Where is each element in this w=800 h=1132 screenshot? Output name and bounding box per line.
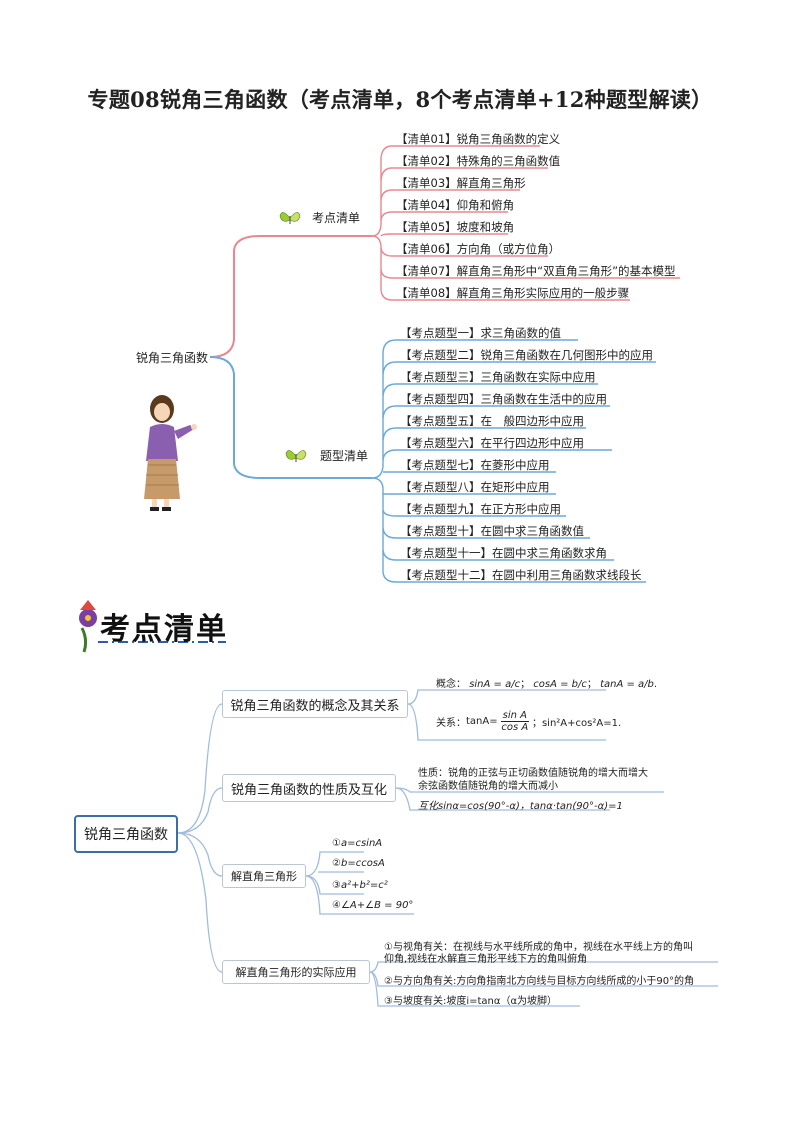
application-item: ①与视角有关：在视线与水平线所成的角中，视线在水平线上方的角叫: [384, 942, 693, 953]
map2-branch-properties: 锐角三角函数的性质及互化: [222, 774, 396, 802]
butterfly-icon: [279, 212, 301, 224]
solve-item: ③a²+b²=c²: [332, 880, 388, 891]
list-item: 【清单02】特殊角的三角函数值: [396, 154, 561, 168]
list-item: 【考点题型四】三角函数在生活中的应用: [400, 392, 607, 406]
map1-root: 锐角三角函数: [136, 351, 209, 365]
list-item: 【清单01】锐角三角函数的定义: [396, 132, 561, 146]
property-line-1: 性质：锐角的正弦与正切函数值随锐角的增大而增大: [418, 768, 648, 779]
list-item: 【考点题型五】在 般四边形中应用: [400, 414, 584, 428]
concept-sin: sinA = a/c: [469, 679, 521, 690]
concept-tan: tanA = a/b: [600, 679, 654, 690]
list-item: 【清单04】仰角和俯角: [396, 198, 515, 212]
relation-numerator: sin A: [500, 710, 529, 722]
concept-cos: cosA = b/c: [533, 679, 587, 690]
relation-lhs: tanA=: [466, 716, 498, 727]
map1-branch-types-label: 题型清单: [320, 449, 369, 463]
page-title: 专题08锐角三角函数（考点清单，8个考点清单+12种题型解读）: [87, 87, 713, 112]
list-item: 【清单03】解直角三角形: [396, 176, 526, 190]
relation-rest: ；sin²A+cos²A=1.: [531, 718, 622, 729]
list-item: 【考点题型十二】在圆中利用三角函数求线段长: [400, 568, 642, 582]
list-item: 【清单05】坡度和坡角: [396, 220, 515, 234]
banner-title: 考点清单: [100, 612, 228, 647]
list-item: 【考点题型六】在平行四边形中应用: [400, 436, 584, 450]
property-line-2: 余弦函数值随锐角的增大而减小: [418, 781, 558, 792]
list-item: 【清单06】方向角（或方位角）: [396, 242, 561, 256]
relation-denominator: cos A: [501, 722, 529, 733]
list-item: 【考点题型八】在矩形中应用: [400, 480, 550, 494]
list-item: 【清单08】解直角三角形实际应用的一般步骤: [396, 286, 630, 300]
solve-item: ②b=ccosA: [332, 858, 385, 869]
list-item: 【考点题型一】求三角函数的值: [400, 326, 561, 340]
map1-branch-list-label: 考点清单: [312, 211, 361, 225]
list-item: 【考点题型三】三角函数在实际中应用: [400, 370, 596, 384]
list-item: 【考点题型二】锐角三角函数在几何图形中的应用: [400, 348, 653, 362]
map2-branch-solve: 解直角三角形: [222, 864, 306, 888]
solve-item: ①a=csinA: [332, 838, 383, 849]
concept-prefix: 概念：: [436, 679, 466, 690]
teacher-illustration: [144, 395, 197, 511]
relation-line: 关系： tanA= sin A cos A ；sin²A+cos²A=1.: [436, 710, 621, 733]
relation-fraction: sin A cos A: [500, 710, 529, 733]
concept-line: 概念： sinA = a/c； cosA = b/c； tanA = a/b.: [436, 679, 658, 690]
list-item: 【考点题型十】在圆中求三角函数值: [400, 524, 584, 538]
application-item: 仰角,视线在水解直三角形平线下方的角叫俯角: [384, 954, 588, 965]
map2-branch-application: 解直角三角形的实际应用: [222, 960, 370, 984]
list-item: 【清单07】解直角三角形中“双直角三角形”的基本模型: [396, 264, 676, 278]
conversion-line: 互化sinα=cos(90°-α)，tanα·tan(90°-α)=1: [418, 801, 623, 812]
map2-root: 锐角三角函数: [74, 815, 178, 853]
mindmap1-connectors: [144, 145, 680, 583]
list-item: 【考点题型十一】在圆中求三角函数求角: [400, 546, 607, 560]
list-item: 【考点题型七】在菱形中应用: [400, 458, 550, 472]
butterfly-icon: [285, 450, 307, 462]
application-item: ②与方向角有关:方向角指南北方向线与目标方向线所成的小于90°的角: [384, 976, 695, 987]
solve-item: ④∠A+∠B = 90°: [332, 900, 414, 911]
map2-branch-concepts: 锐角三角函数的概念及其关系: [222, 690, 408, 718]
relation-prefix: 关系：: [436, 718, 466, 729]
application-item: ③与坡度有关:坡度i=tanα（α为坡脚）: [384, 996, 558, 1007]
list-item: 【考点题型九】在正方形中应用: [400, 502, 561, 516]
